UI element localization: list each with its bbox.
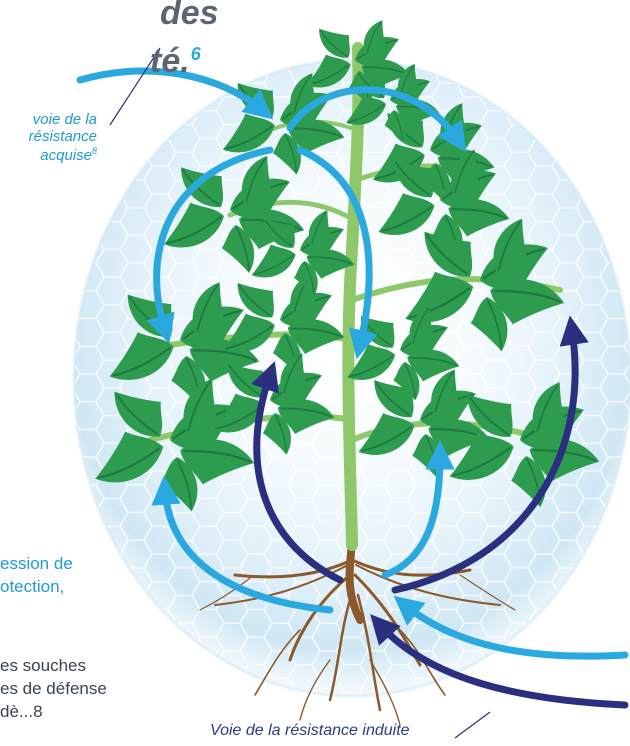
induced-resistance-label: Voie de la résistance induite [210,722,410,740]
body-dark-line2: es de défense [0,678,107,701]
title-footnote: 6 [191,44,201,64]
acquired-resistance-label-block: voie de la résistance acquise8 [0,111,97,164]
body-cyan-line2: otection, [0,576,73,599]
body-cyan-line1: ession de [0,553,73,576]
acquired-label-footnote: 8 [92,146,97,156]
body-dark-line1: es souches [0,655,107,678]
body-text-dark: es souches es de défense dè...8 [0,655,107,724]
acquired-label-line2: résistance [0,128,97,145]
acquired-label-line3-wrap: acquise8 [0,146,97,164]
title-line-1: des [160,0,219,30]
leader-induced [455,712,490,738]
acquired-label-line1: voie de la [0,111,97,128]
acquired-label-line3: acquise [40,147,92,164]
title-line-2: té.6 [150,44,201,78]
body-text-cyan: ession de otection, [0,553,73,599]
body-dark-line3: dè...8 [0,701,107,724]
